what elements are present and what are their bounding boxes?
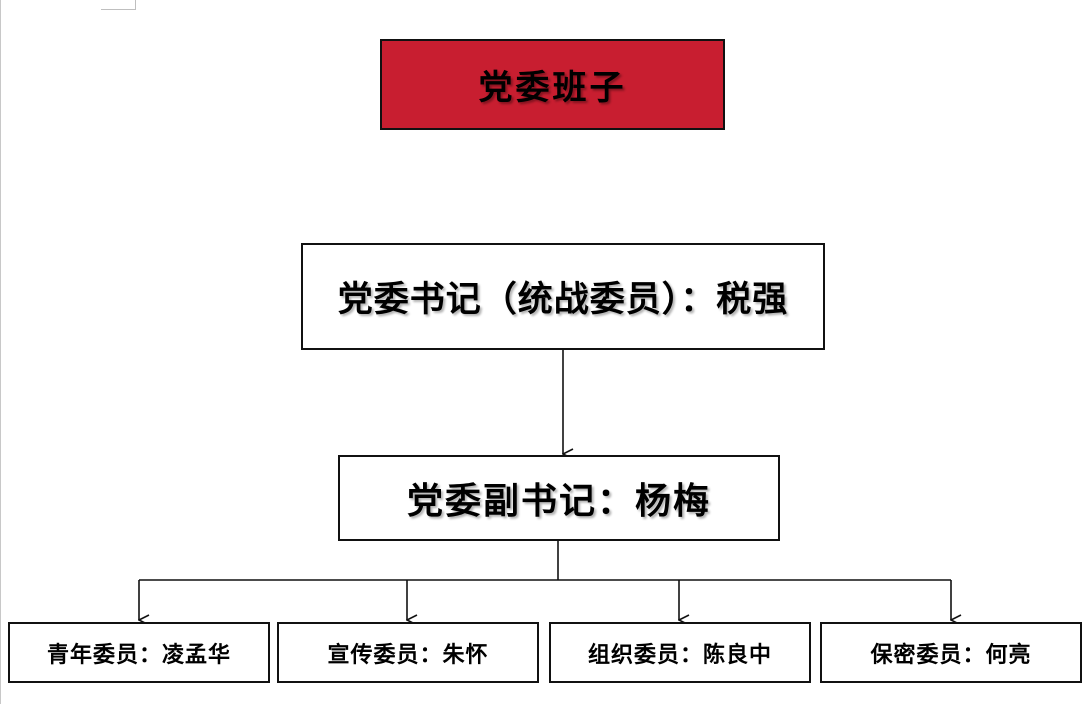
page-left-edge <box>0 0 1 704</box>
member-label-organization: 组织委员：陈良中 <box>587 642 772 668</box>
member-box-youth: 青年委员：凌孟华 <box>8 622 270 683</box>
page-corner-mark <box>101 0 136 10</box>
party-committee-title: 党委班子 <box>478 68 627 108</box>
secretary-box: 党委书记（统战委员）：税强 <box>301 243 825 350</box>
member-box-organization: 组织委员：陈良中 <box>549 622 811 683</box>
member-label-youth: 青年委员：凌孟华 <box>46 642 231 668</box>
secretary-label: 党委书记（统战委员）：税强 <box>337 280 789 320</box>
member-label-publicity: 宣传委员：朱怀 <box>327 642 489 668</box>
member-label-secrecy: 保密委员：何亮 <box>870 642 1032 668</box>
deputy-secretary-box: 党委副书记：杨梅 <box>338 455 780 541</box>
deputy-secretary-label: 党委副书记：杨梅 <box>406 481 711 522</box>
party-committee-title-box: 党委班子 <box>380 39 725 130</box>
member-box-publicity: 宣传委员：朱怀 <box>277 622 539 683</box>
member-box-secrecy: 保密委员：何亮 <box>820 622 1082 683</box>
